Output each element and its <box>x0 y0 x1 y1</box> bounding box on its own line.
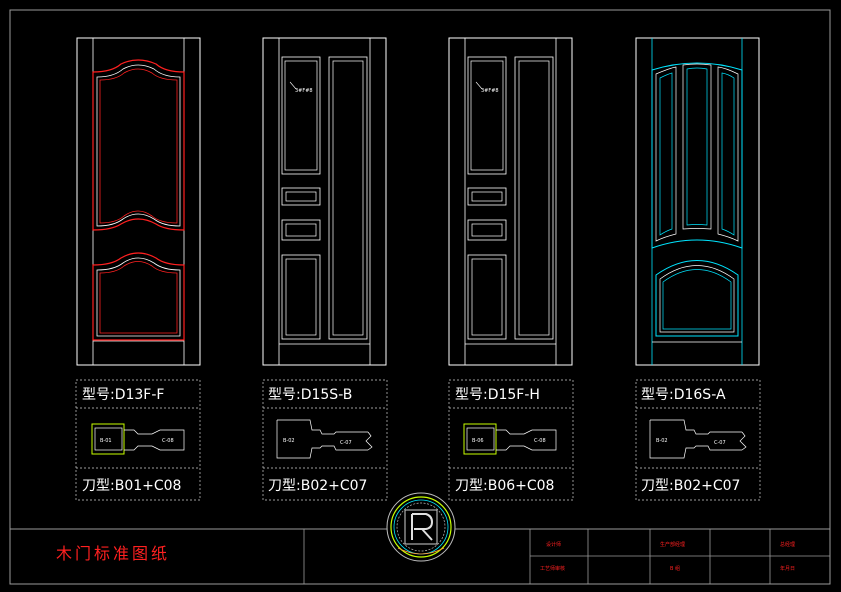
part-c-label-4: C-07 <box>714 440 726 446</box>
profile-drawing-1 <box>91 423 185 455</box>
door-callout-2: 3#F#8 <box>481 88 499 94</box>
date-label: 年月日 <box>780 565 795 572</box>
door-callout-1: 3#F#8 <box>295 88 313 94</box>
info-card-4 <box>635 379 761 501</box>
model-label-4: 型号:D16S-A <box>641 387 726 403</box>
part-a-label-1: B-01 <box>100 438 112 444</box>
door-d15f-h <box>448 37 573 366</box>
profile-drawing-4 <box>649 419 747 459</box>
model-label-2: 型号:D15S-B <box>268 387 352 403</box>
part-c-label-3: C-08 <box>534 438 546 444</box>
part-a-label-3: B-06 <box>472 438 484 444</box>
tool-label-3: 刀型:B06+C08 <box>455 478 554 494</box>
sheet-label: B 组 <box>670 565 680 572</box>
tool-label-1: 刀型:B01+C08 <box>82 478 181 494</box>
info-card-3 <box>448 379 574 501</box>
profile-drawing-2 <box>276 419 373 459</box>
profile-drawing-3 <box>463 423 557 455</box>
info-card-1 <box>75 379 201 501</box>
door-d15s-b <box>262 37 387 366</box>
company-seal-logo <box>386 492 456 562</box>
part-a-label-4: B-02 <box>656 438 668 444</box>
part-c-label-2: C-07 <box>340 440 352 446</box>
tool-label-4: 刀型:B02+C07 <box>641 478 740 494</box>
production-label: 生产部经理 <box>660 541 685 548</box>
craft-label: 工艺师审核 <box>540 565 565 572</box>
model-label-1: 型号:D13F-F <box>82 387 164 403</box>
part-a-label-2: B-02 <box>283 438 295 444</box>
director-label: 总经理 <box>780 541 795 548</box>
drawing-title: 木门标准图纸 <box>56 544 170 563</box>
info-card-2 <box>262 379 388 501</box>
door-d13f-f <box>76 37 201 366</box>
part-c-label-1: C-08 <box>162 438 174 444</box>
door-d16s-a <box>635 37 760 366</box>
designer-label: 设计师 <box>546 541 561 548</box>
model-label-3: 型号:D15F-H <box>455 387 540 403</box>
tool-label-2: 刀型:B02+C07 <box>268 478 367 494</box>
